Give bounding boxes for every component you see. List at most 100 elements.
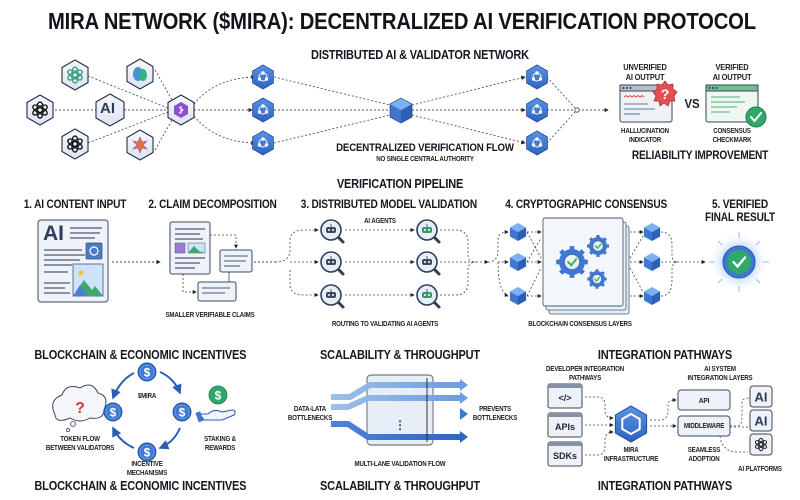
token-flow-label-2: BETWEEN VALIDATORS [45, 445, 115, 452]
block-cube-icon [643, 223, 661, 241]
integration-lines [585, 396, 751, 456]
openai-logo-icon [67, 66, 83, 84]
ai-model-brain[interactable] [126, 58, 154, 90]
mira-infrastructure-node[interactable] [614, 405, 648, 443]
incentives-heading: BLOCKCHAIN & ECONOMIC INCENTIVES [34, 348, 247, 362]
verified-output-window[interactable] [705, 84, 759, 123]
infrastructure-label-1: MIRA [623, 447, 639, 454]
hallucination-label-2: INDICATOR [628, 137, 662, 144]
integration-heading: INTEGRATION PATHWAYS [597, 348, 733, 362]
validator-node[interactable] [252, 97, 274, 123]
ai-platform-0[interactable]: AI [749, 385, 773, 408]
ai-model-star[interactable] [126, 129, 154, 161]
ai-content-document[interactable] [37, 219, 109, 303]
verified-label-2: AI OUTPUT [712, 72, 752, 82]
svg-text:$: $ [144, 366, 151, 380]
svg-text:?: ? [661, 86, 670, 102]
image-icon [72, 263, 104, 297]
page-title: MIRA NETWORK ($MIRA): DECENTRALIZED AI V… [48, 8, 756, 34]
ai-agent-icon[interactable] [320, 284, 345, 309]
developer-label-1: DEVELOPER INTEGRATION [546, 366, 624, 373]
ai-model-openai-left[interactable] [26, 94, 54, 126]
scalability-heading: SCALABILITY & THROUGHPUT [320, 348, 480, 362]
block-columns [509, 223, 661, 305]
openai-logo-icon [754, 437, 768, 452]
validator-node[interactable] [252, 130, 274, 156]
step-2-label: 2. CLAIM DECOMPOSITION [148, 199, 277, 211]
hallucination-label-1: HALLUCINATION [621, 128, 669, 135]
token-cycle-arrows [111, 371, 182, 450]
ai-agent-icon[interactable] [320, 251, 345, 276]
staking-label-2: REWARDS [204, 445, 236, 452]
consensus-gears [556, 235, 609, 289]
developer-item-1[interactable]: APIs [547, 412, 583, 438]
validator-node[interactable] [526, 97, 548, 123]
svg-text:</>: </> [558, 393, 571, 403]
network-heading: DISTRIBUTED AI & VALIDATOR NETWORK [311, 48, 529, 62]
unverified-label-2: AI OUTPUT [625, 72, 665, 82]
infrastructure-label-2: INFRASTRUCTURE [603, 456, 659, 463]
ai-model-label: AI [100, 100, 115, 117]
validator-node[interactable] [252, 64, 274, 90]
mira-coin-icon: $ [137, 442, 157, 462]
claim-card[interactable] [197, 281, 237, 302]
ai-hub-node[interactable] [167, 94, 195, 126]
token-coins: $$$$ [103, 362, 192, 462]
network-connections [55, 69, 609, 151]
staking-rewards-icon: $ [195, 385, 236, 423]
integration-footer: INTEGRATION PATHWAYS [597, 479, 733, 493]
middleware-layer-label: MIDDLEWARE [683, 423, 725, 430]
block-routing-lines [487, 230, 706, 298]
api-layer-box[interactable] [677, 389, 731, 411]
svg-text:$: $ [110, 406, 117, 420]
scalability-caption: MULTI-LANE VALIDATION FLOW [354, 461, 446, 468]
ai-model-generic[interactable] [95, 93, 125, 127]
ai-platform-2[interactable] [749, 433, 773, 456]
mira-coin-icon: $ [103, 402, 123, 422]
developer-item-0[interactable]: </> [547, 383, 583, 409]
ai-agent-icon[interactable] [416, 251, 441, 276]
consensus-layers[interactable] [542, 217, 630, 315]
ai-model-openai-bottom[interactable] [61, 128, 89, 160]
ai-platform-1[interactable]: AI [749, 409, 773, 432]
step-3-label: 3. DISTRIBUTED MODEL VALIDATION [300, 199, 477, 211]
doc-ai-text: AI [43, 222, 64, 245]
claim-decomposition-diagram[interactable] [169, 221, 253, 302]
layers-label-2: INTEGRATION LAYERS [687, 375, 753, 382]
unverified-label-1: UNVERIFIED [623, 62, 667, 72]
hallucination-indicator-icon: ? [652, 80, 678, 107]
ai-platforms: AI AI [749, 385, 773, 456]
central-block-node[interactable] [389, 97, 413, 124]
prevents-label-1: PREVENTS [479, 406, 511, 413]
verified-label-1: VERIFIED [715, 62, 749, 72]
step-3-sublabel: AI AGENTS [364, 218, 396, 225]
step-5-label-2: FINAL RESULT [704, 212, 776, 224]
ai-agent-icon[interactable] [416, 219, 441, 244]
network-icon [531, 137, 543, 148]
consensus-checkmark-icon [745, 106, 767, 128]
step-5-label-1: 5. VERIFIED [712, 199, 768, 211]
validator-node[interactable] [526, 64, 548, 90]
validator-node[interactable] [526, 130, 548, 156]
svg-text:APIs: APIs [555, 422, 575, 432]
junction-node [574, 107, 580, 113]
gear-check-icon [556, 246, 588, 278]
network-icon [531, 71, 543, 82]
mira-coin-icon: $ [137, 362, 157, 382]
ai-model-openai-top[interactable] [61, 59, 89, 91]
incentive-label-1: INCENTIVE [131, 461, 163, 468]
middleware-layer-box[interactable] [677, 415, 731, 437]
ai-agent-icon[interactable] [416, 284, 441, 309]
developer-label-2: PATHWAYS [568, 375, 602, 382]
platforms-label: AI PLATFORMS [738, 466, 782, 473]
vs-label: VS [684, 96, 700, 111]
network-icon [531, 104, 543, 115]
gear-check-icon [587, 235, 609, 257]
developer-item-2[interactable]: SDKs [547, 441, 583, 467]
token-flow-label-1: TOKEN FLOW [60, 436, 100, 443]
gear-check-icon [587, 269, 607, 289]
ai-agent-icon[interactable] [320, 219, 345, 244]
consensus-label-1: CONSENSUS [713, 128, 751, 135]
bottlenecks-left-1: DATA-LATA [293, 406, 327, 413]
svg-text:AI: AI [755, 414, 768, 429]
